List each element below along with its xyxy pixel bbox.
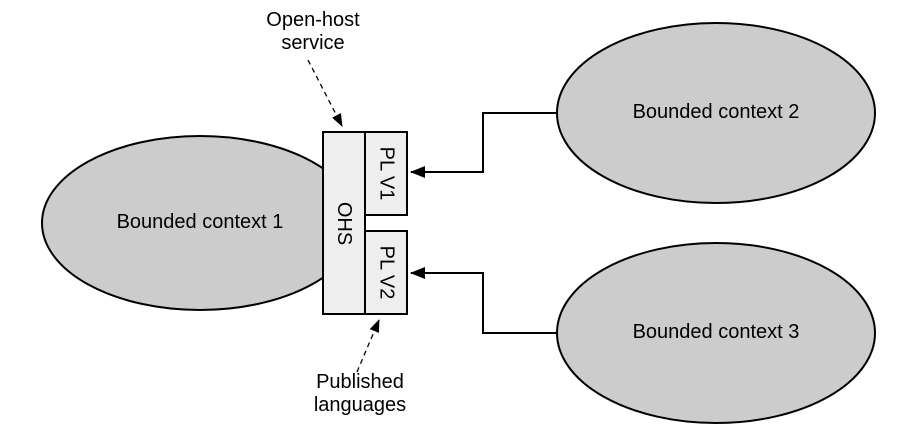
dashed-arrow-published-languages [356, 319, 380, 373]
ohs-box-label: OHS [333, 201, 356, 245]
pl-v1-box-label-wrap: PL V1 [365, 132, 407, 215]
bounded-context-3-label: Bounded context 3 [632, 321, 800, 343]
pl-v1-box [364, 131, 408, 216]
pl-v2-box-label: PL V2 [375, 245, 398, 300]
connector-bc2-to-plv1 [410, 112, 557, 178]
connector-bc3-to-plv2 [410, 267, 557, 334]
pl-v1-box-label: PL V1 [375, 146, 398, 201]
pl-v2-box-label-wrap: PL V2 [365, 231, 407, 314]
ohs-box-label-wrap: OHS [323, 132, 365, 314]
pl-v2-box [364, 230, 408, 315]
bounded-context-1-label: Bounded context 1 [116, 211, 284, 233]
published-languages-label: Published languages [313, 371, 407, 416]
open-host-service-label: Open-host service [266, 9, 360, 54]
bounded-context-2-label: Bounded context 2 [632, 101, 800, 123]
dashed-arrow-open-host [307, 59, 343, 127]
ohs-box [322, 131, 366, 315]
